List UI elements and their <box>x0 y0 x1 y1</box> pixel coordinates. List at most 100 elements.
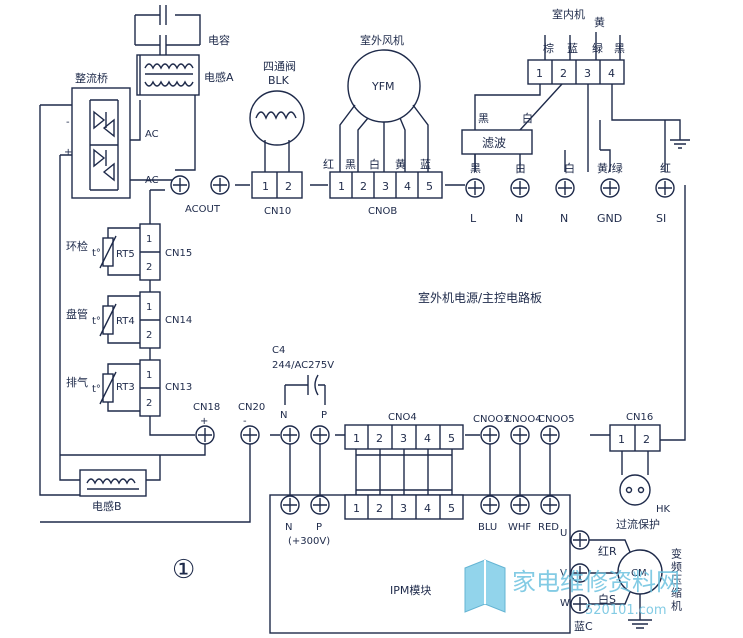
rt5-temp-symbol: t° <box>92 248 101 259</box>
indoor-wire-blue: 蓝 <box>567 42 578 55</box>
capacitor-label: 电容 <box>208 33 230 47</box>
four-way-valve-label: 四通阀 <box>263 59 296 73</box>
terminal-gnd-label: GND <box>597 212 622 225</box>
outdoor-fan-label: 室外风机 <box>360 33 404 47</box>
cn20-label: CN20 <box>238 402 265 413</box>
compressor: 红R 白S 蓝C CM 变频压缩机 <box>574 539 683 633</box>
inductor-b: 电感B <box>79 455 161 513</box>
terminal-l <box>465 178 485 198</box>
board-label: 室外机电源/主控电路板 <box>418 290 542 305</box>
rt4-label: RT4 <box>116 316 135 327</box>
cn15-pin-1: 1 <box>146 234 152 245</box>
inductor-a: 电感A <box>136 54 234 96</box>
cn13-pin-2: 2 <box>146 398 152 409</box>
compressor-wire-white: 白S <box>598 592 616 606</box>
terminal-l-label: L <box>470 212 477 225</box>
cn16-pin-2: 2 <box>643 433 650 446</box>
terminal-n <box>510 178 530 198</box>
ipm-cn04-pin-3: 3 <box>400 502 407 515</box>
fan-wire-white: 白 <box>369 157 380 171</box>
cn18-label: CN18 <box>193 402 220 413</box>
compressor-label: 变频压缩机 <box>670 547 683 613</box>
cn04-connector: CNO4 1 2 3 4 5 <box>344 412 464 495</box>
cn0b-label: CNOB <box>368 206 397 217</box>
acout-label: ACOUT <box>185 204 221 215</box>
terminal-wire-white-1: 白 <box>515 161 526 175</box>
ipm-voltage-label: (+300V) <box>288 536 330 547</box>
cn13-label: CN13 <box>165 382 192 393</box>
ipm-cn04-pin-2: 2 <box>376 502 383 515</box>
figure-number: ① <box>172 555 195 585</box>
inductor-a-label: 电感A <box>204 71 234 84</box>
watermark-name: 家电维修资料网 <box>512 568 680 596</box>
four-way-valve: 四通阀 BLK 1 2 CN10 <box>249 59 305 217</box>
rectifier-bridge: 整流桥 AC AC - + <box>39 55 196 496</box>
rt3-temp-symbol: t° <box>92 384 101 395</box>
coil-temp-label: 盘管 <box>66 307 88 321</box>
ipm-n-label: N <box>285 522 292 533</box>
watermark: 家电维修资料网 520101.com <box>464 559 680 618</box>
cn14-label: CN14 <box>165 315 192 326</box>
c4-label: C4 <box>272 345 285 356</box>
cn20-connector: CN20 - <box>40 402 265 523</box>
fan-wire-yellow: 黄 <box>395 157 406 171</box>
filter-wire-black: 黑 <box>478 112 489 125</box>
cn005-label: CNOO5 <box>538 414 575 425</box>
terminal-n2-label: N <box>560 212 568 225</box>
fan-wire-black: 黑 <box>345 158 356 171</box>
main-board <box>149 184 686 441</box>
rt5-label: RT5 <box>116 249 135 260</box>
c4-p-label: P <box>321 410 327 421</box>
filter: 黑 白 滤波 <box>461 111 533 172</box>
thermistor-rt4: 盘管 t° RT4 1 2 CN14 <box>66 291 192 349</box>
terminal-wire-red: 红 <box>660 162 671 175</box>
rt3-label: RT3 <box>116 382 135 393</box>
capacitor-c4: C4 244/AC275V N P <box>272 345 334 421</box>
inductor-b-label: 电感B <box>92 500 122 513</box>
cn-np-top <box>280 425 330 495</box>
yfm-label: YFM <box>371 80 395 93</box>
whf-label: WHF <box>508 522 531 533</box>
terminal-wire-black: 黑 <box>470 162 481 175</box>
outdoor-fan: 室外风机 YFM 1 2 3 4 5 红 黑 白 黄 蓝 CNOB <box>323 33 443 217</box>
terminal-n2 <box>555 178 575 198</box>
cn20-minus: - <box>243 416 247 427</box>
power-terminals: 黑 白 白 黄/绿 红 L N N GND SI <box>465 149 675 225</box>
indoor-pin-4: 4 <box>608 67 615 80</box>
cn13-pin-1: 1 <box>146 370 152 381</box>
cn14-pin-1: 1 <box>146 302 152 313</box>
terminal-si <box>655 178 675 198</box>
cn15-pin-2: 2 <box>146 262 152 273</box>
thermistor-rt5: 环检 t° RT5 1 2 CN15 <box>66 223 192 281</box>
blk-label: BLK <box>268 74 290 87</box>
indoor-wire-green: 绿 <box>592 41 603 55</box>
cn003-cn005-connectors: CNOO3 CNOO4 CNOO5 <box>473 414 575 495</box>
book-logo-icon <box>464 559 506 613</box>
ipm-v-label: V <box>560 568 567 579</box>
cn18-plus: + <box>200 416 208 427</box>
compressor-wire-red: 红R <box>598 545 617 558</box>
cm-label: CM <box>631 568 647 579</box>
c4-spec-label: 244/AC275V <box>272 360 334 371</box>
ipm-label: IPM模块 <box>390 584 431 597</box>
cn16-pin-1: 1 <box>618 433 625 446</box>
cn04-pin-1: 1 <box>353 432 360 445</box>
cn10-pin-2: 2 <box>285 180 292 193</box>
terminal-n-label: N <box>515 212 523 225</box>
cn04-label: CNO4 <box>388 412 417 423</box>
cn14-pin-2: 2 <box>146 330 152 341</box>
terminal-gnd <box>600 178 620 198</box>
cn04-pin-3: 3 <box>400 432 407 445</box>
cn003-label: CNOO3 <box>473 414 510 425</box>
plus-label: + <box>64 147 72 158</box>
indoor-unit-label: 室内机 <box>552 7 585 21</box>
cn10-label: CN10 <box>264 206 291 217</box>
blu-label: BLU <box>478 522 497 533</box>
terminal-wire-white-2: 白 <box>564 161 575 175</box>
exhaust-temp-label: 排气 <box>66 375 88 389</box>
fan-wire-blue: 蓝 <box>420 158 431 171</box>
filter-wire-white: 白 <box>522 111 533 125</box>
rt4-temp-symbol: t° <box>92 316 101 327</box>
cn04-pin-4: 4 <box>424 432 431 445</box>
